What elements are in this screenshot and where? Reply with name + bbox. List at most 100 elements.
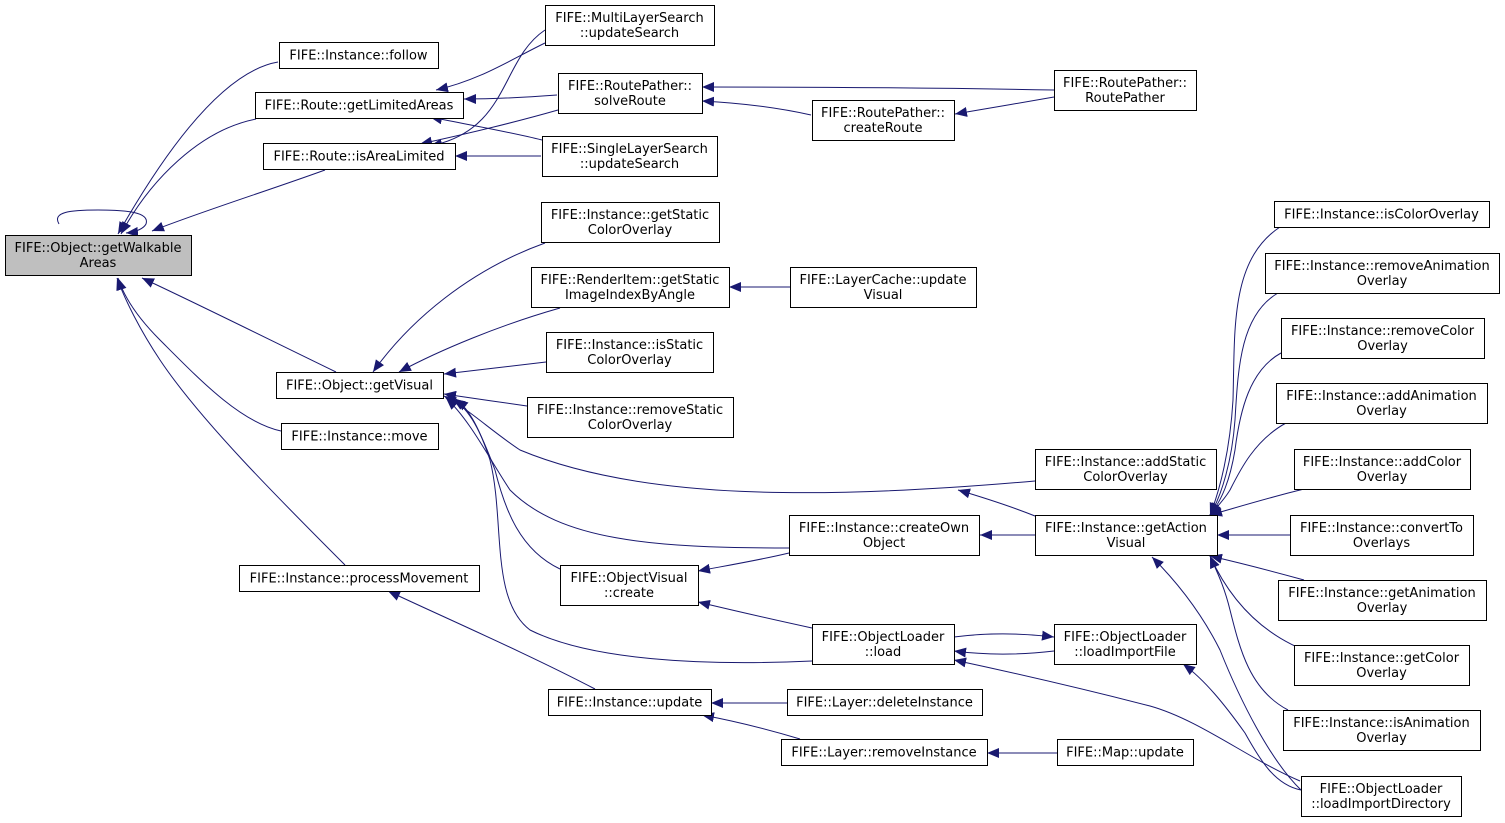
node-label-line: FIFE::Object::getVisual bbox=[286, 379, 433, 394]
edge-multiLayerSearch-to-isAreaLimited bbox=[429, 29, 546, 149]
edge-createOwnObject-to-getVisual bbox=[445, 397, 790, 549]
node-box bbox=[1054, 70, 1197, 111]
node-solveRoute[interactable]: FIFE::RoutePather::solveRoute bbox=[558, 73, 703, 114]
node-getStaticImageIndex[interactable]: FIFE::RenderItem::getStaticImageIndexByA… bbox=[531, 267, 730, 308]
node-move[interactable]: FIFE::Instance::move bbox=[281, 423, 439, 450]
node-box bbox=[281, 423, 439, 450]
node-label-line: solveRoute bbox=[594, 94, 666, 109]
edge-getAnimationOverlay-to-getActionVisual bbox=[1209, 553, 1305, 581]
node-label-line: FIFE::Object::getWalkable bbox=[15, 241, 182, 256]
node-label-line: Overlay bbox=[1356, 666, 1407, 681]
node-label-line: FIFE::RenderItem::getStatic bbox=[541, 273, 720, 288]
node-label-line: ::load bbox=[865, 645, 902, 660]
edge-isColorOverlay-to-getActionVisual bbox=[1209, 226, 1281, 516]
node-label-line: ImageIndexByAngle bbox=[565, 288, 695, 303]
node-box bbox=[560, 565, 699, 606]
node-box bbox=[279, 42, 439, 69]
edge-removeAnimationOverlay-to-getActionVisual bbox=[1209, 292, 1279, 516]
node-label-line: ::create bbox=[604, 586, 654, 601]
node-loadImportFile[interactable]: FIFE::ObjectLoader::loadImportFile bbox=[1054, 624, 1197, 665]
node-getLimitedAreas[interactable]: FIFE::Route::getLimitedAreas bbox=[255, 92, 464, 119]
edge-removeColorOverlay-to-getActionVisual bbox=[1209, 352, 1282, 516]
node-label-line: ColorOverlay bbox=[1083, 470, 1168, 485]
node-box bbox=[548, 689, 712, 716]
node-singleLayerSearch[interactable]: FIFE::SingleLayerSearch::updateSearch bbox=[542, 136, 718, 177]
edge-routePather-to-solveRoute bbox=[701, 82, 1055, 93]
node-box bbox=[1274, 201, 1490, 228]
node-box bbox=[263, 143, 456, 170]
node-box bbox=[1294, 449, 1471, 490]
node-label-line: FIFE::Instance::addStatic bbox=[1045, 455, 1206, 470]
edge-createOwnObject-to-objectVisualCreate bbox=[697, 552, 790, 574]
node-label-line: FIFE::Instance::getColor bbox=[1304, 651, 1460, 666]
node-removeInstance[interactable]: FIFE::Layer::removeInstance bbox=[781, 739, 988, 766]
node-label-line: Overlay bbox=[1356, 731, 1407, 746]
node-box bbox=[790, 267, 977, 308]
node-box bbox=[812, 100, 955, 141]
node-label-line: FIFE::RoutePather:: bbox=[821, 106, 945, 121]
node-getVisual[interactable]: FIFE::Object::getVisual bbox=[276, 372, 444, 399]
node-label-line: FIFE::RoutePather:: bbox=[1063, 76, 1187, 91]
node-label-line: FIFE::Instance::addAnimation bbox=[1286, 389, 1477, 404]
node-label-line: ::updateSearch bbox=[580, 157, 679, 172]
node-label-line: FIFE::Instance::isColorOverlay bbox=[1284, 208, 1479, 223]
node-isAreaLimited[interactable]: FIFE::Route::isAreaLimited bbox=[263, 143, 456, 170]
node-follow[interactable]: FIFE::Instance::follow bbox=[279, 42, 439, 69]
node-label-line: Overlay bbox=[1357, 339, 1408, 354]
node-objectLoaderLoad[interactable]: FIFE::ObjectLoader::load bbox=[812, 624, 955, 665]
node-label-line: Object bbox=[863, 536, 905, 551]
node-box bbox=[1301, 776, 1462, 817]
node-label-line: FIFE::Instance::addColor bbox=[1303, 455, 1462, 470]
edge-createRoute-to-solveRoute bbox=[701, 96, 812, 116]
node-loadImportDirectory[interactable]: FIFE::ObjectLoader::loadImportDirectory bbox=[1301, 776, 1462, 817]
node-objectVisualCreate[interactable]: FIFE::ObjectVisual::create bbox=[560, 565, 699, 606]
node-deleteInstance[interactable]: FIFE::Layer::deleteInstance bbox=[787, 689, 983, 716]
node-box bbox=[1283, 710, 1481, 751]
node-processMovement[interactable]: FIFE::Instance::processMovement bbox=[239, 565, 480, 592]
edge-follow-to-root bbox=[117, 61, 279, 235]
edge-isAnimationOverlay-to-getActionVisual bbox=[1209, 555, 1289, 711]
node-box bbox=[527, 397, 734, 438]
node-label-line: FIFE::SingleLayerSearch bbox=[551, 142, 708, 157]
node-createRoute[interactable]: FIFE::RoutePather::createRoute bbox=[812, 100, 955, 141]
node-label-line: Overlay bbox=[1356, 404, 1407, 419]
node-label-line: ::updateSearch bbox=[580, 26, 679, 41]
node-box bbox=[276, 372, 444, 399]
edge-solveRoute-to-getLimitedAreas bbox=[463, 93, 558, 104]
node-multiLayerSearch[interactable]: FIFE::MultiLayerSearch::updateSearch bbox=[545, 5, 715, 46]
edge-multiLayerSearch-to-getLimitedAreas bbox=[435, 42, 546, 93]
node-instanceUpdate[interactable]: FIFE::Instance::update bbox=[548, 689, 712, 716]
node-label-line: ColorOverlay bbox=[587, 353, 672, 368]
node-box bbox=[781, 739, 988, 766]
edge-getActionVisual-to-addStaticColorOverlay bbox=[957, 488, 1036, 517]
node-label-line: FIFE::LayerCache::update bbox=[799, 273, 966, 288]
node-mapUpdate[interactable]: FIFE::Map::update bbox=[1057, 739, 1194, 766]
node-label-line: FIFE::Instance::getStatic bbox=[551, 208, 709, 223]
edge-loadImportDirectory-to-loadImportFile bbox=[1182, 663, 1302, 791]
edge-getStaticImageIndex-to-getVisual bbox=[398, 307, 561, 373]
node-isColorOverlay[interactable]: FIFE::Instance::isColorOverlay bbox=[1274, 201, 1490, 228]
node-routePather[interactable]: FIFE::RoutePather::RoutePather bbox=[1054, 70, 1197, 111]
edge-addColorOverlay-to-getActionVisual bbox=[1209, 488, 1305, 517]
node-label-line: FIFE::Instance::isStatic bbox=[556, 338, 703, 353]
node-label-line: FIFE::Instance::convertTo bbox=[1300, 521, 1463, 536]
node-label-line: FIFE::Instance::follow bbox=[289, 49, 428, 64]
edge-getLimitedAreas-to-root bbox=[120, 118, 257, 235]
edge-loadImportDirectory-to-objectLoaderLoad bbox=[953, 657, 1301, 782]
